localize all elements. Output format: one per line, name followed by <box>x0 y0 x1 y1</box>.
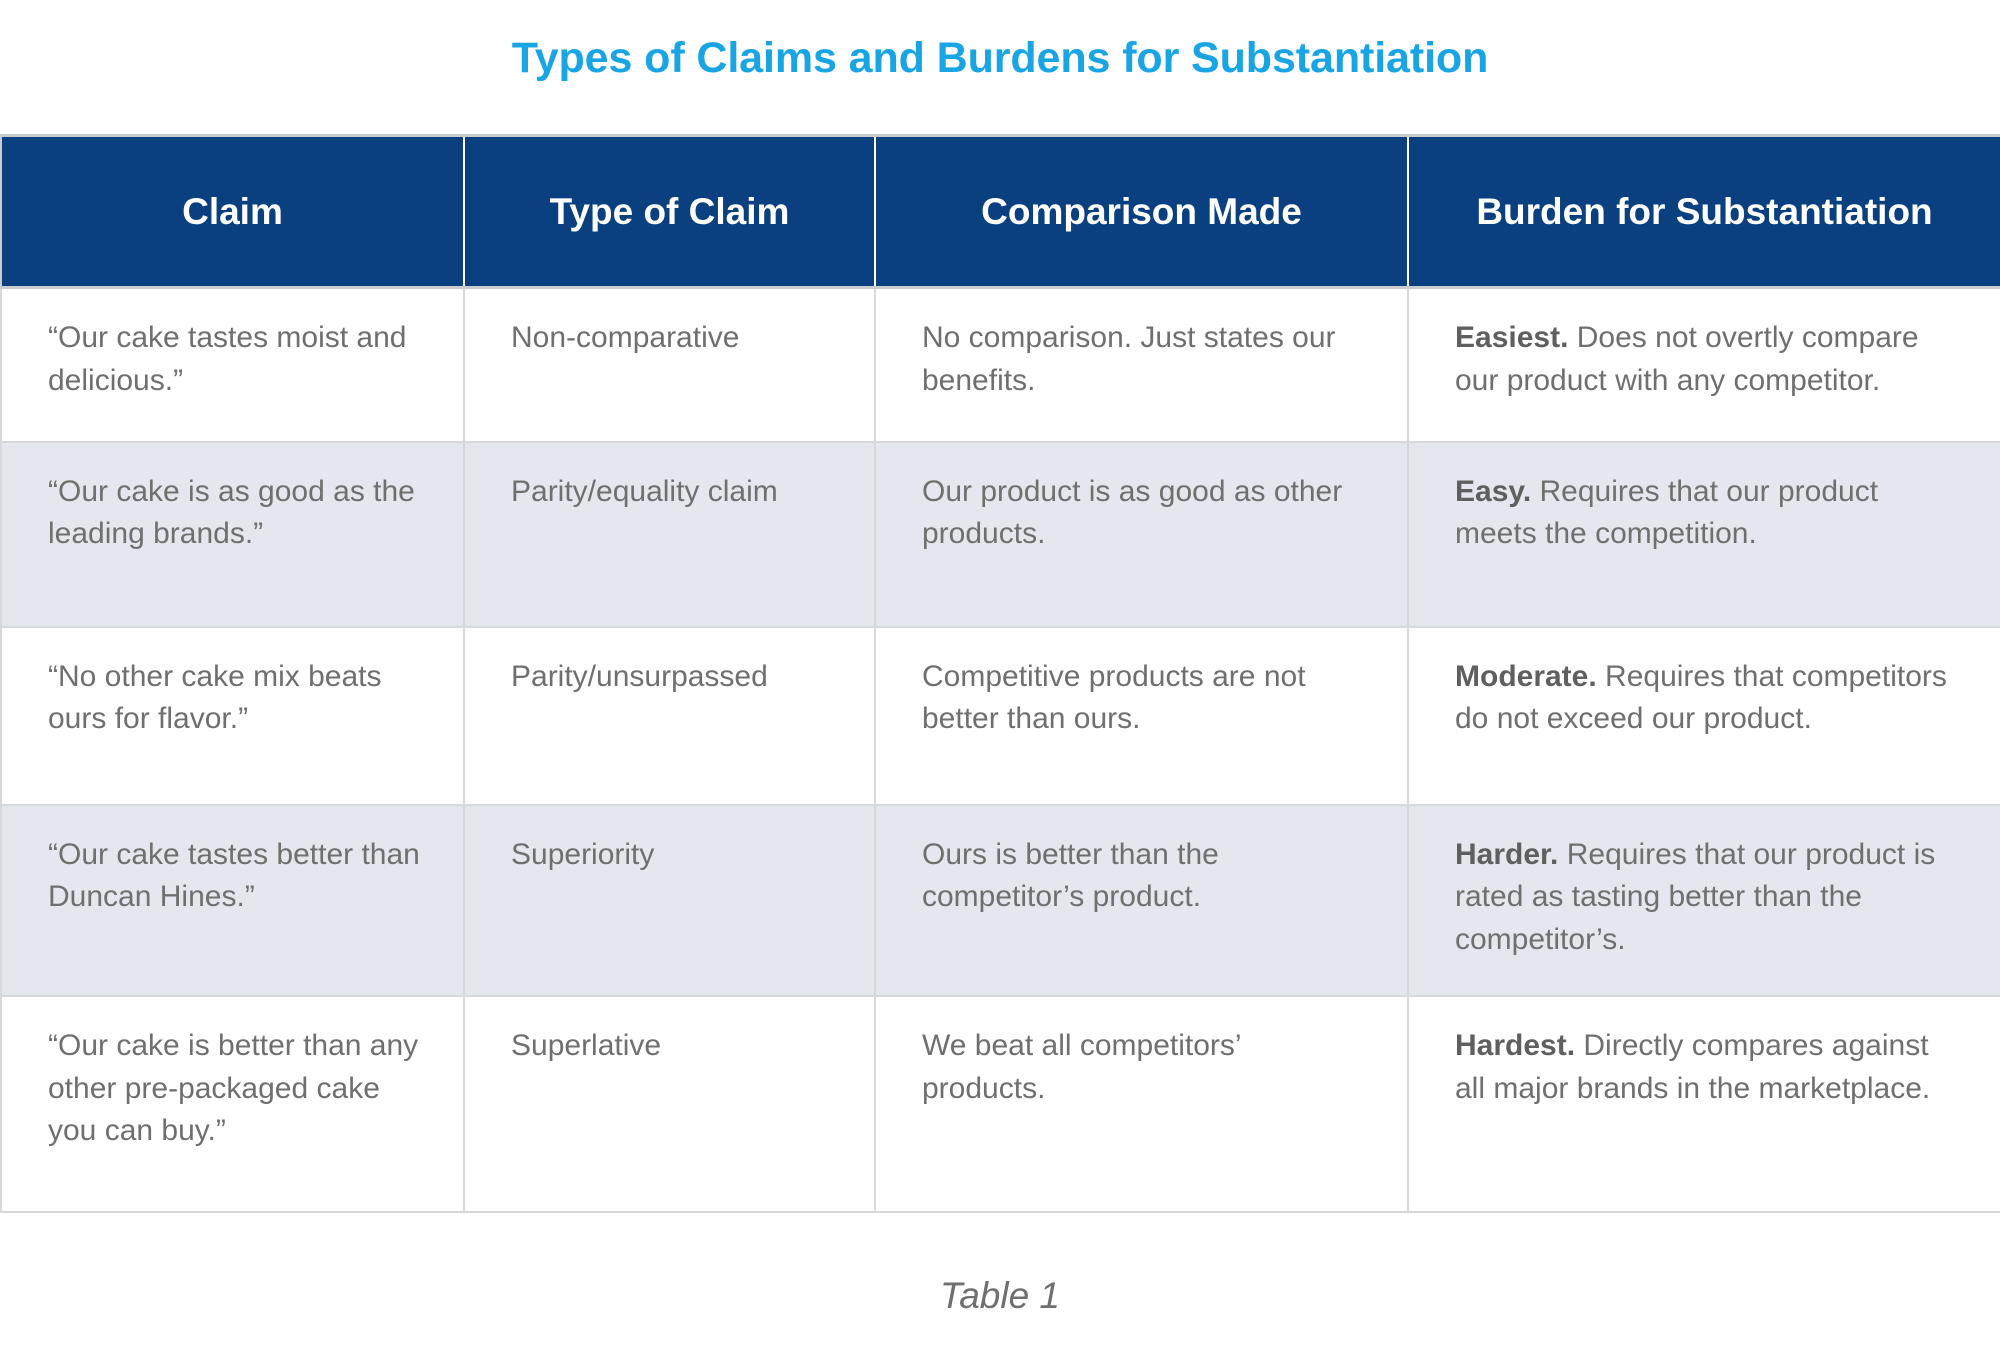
burden-rest: Requires that competitors do not exceed … <box>1455 659 1947 736</box>
burden-lead: Harder. <box>1455 837 1559 871</box>
cell-comparison: Competitive products are not better than… <box>875 626 1409 806</box>
cell-claim: “Our cake tastes better than Duncan Hine… <box>0 804 465 998</box>
table-body: “Our cake tastes moist and delicious.” N… <box>0 287 2000 1214</box>
cell-burden: Hardest. Directly compares against all m… <box>1408 996 2000 1214</box>
column-header-type: Type of Claim <box>463 134 876 289</box>
cell-claim: “No other cake mix beats ours for flavor… <box>0 626 465 806</box>
table-caption: Table 1 <box>939 1275 1060 1316</box>
cell-type: Superiority <box>464 804 876 998</box>
burden-rest: Does not overtly compare our product wit… <box>1455 321 1919 397</box>
column-header-claim: Claim <box>0 134 465 289</box>
column-header-comparison: Comparison Made <box>874 134 1409 289</box>
claims-table-wrapper: Claim Type of Claim Comparison Made Burd… <box>0 134 2000 1214</box>
claims-table: Claim Type of Claim Comparison Made Burd… <box>0 134 2000 1214</box>
cell-comparison: We beat all competitors’ products. <box>875 996 1409 1214</box>
cell-comparison: Ours is better than the competitor’s pro… <box>875 804 1409 998</box>
table-row: “Our cake tastes better than Duncan Hine… <box>0 804 2000 998</box>
burden-rest: Requires that our product is rated as ta… <box>1455 837 1936 956</box>
cell-claim: “Our cake is better than any other pre-p… <box>0 996 465 1214</box>
burden-lead: Easiest. <box>1455 321 1569 354</box>
cell-burden: Easy. Requires that our product meets th… <box>1408 441 2000 628</box>
table-header: Claim Type of Claim Comparison Made Burd… <box>0 134 2000 289</box>
table-row: “Our cake is as good as the leading bran… <box>0 441 2000 628</box>
cell-burden: Harder. Requires that our product is rat… <box>1408 804 2000 998</box>
cell-comparison: Our product is as good as other products… <box>875 441 1409 628</box>
cell-burden: Moderate. Requires that competitors do n… <box>1408 626 2000 806</box>
burden-rest: Directly compares against all major bran… <box>1455 1029 1931 1105</box>
table-row: “Our cake tastes moist and delicious.” N… <box>0 287 2000 443</box>
cell-type: Superlative <box>464 996 876 1214</box>
cell-claim: “Our cake tastes moist and delicious.” <box>0 287 465 443</box>
figure-title: Types of Claims and Burdens for Substant… <box>511 34 1489 82</box>
table-row: “No other cake mix beats ours for flavor… <box>0 626 2000 806</box>
burden-lead: Hardest. <box>1455 1029 1576 1063</box>
cell-type: Parity/equality claim <box>464 441 876 628</box>
cell-type: Non-comparative <box>464 287 876 443</box>
header-row: Claim Type of Claim Comparison Made Burd… <box>0 134 2000 289</box>
burden-rest: Requires that our product meets the comp… <box>1455 474 1879 551</box>
burden-lead: Easy. <box>1455 474 1532 508</box>
table-row: “Our cake is better than any other pre-p… <box>0 996 2000 1214</box>
burden-lead: Moderate. <box>1455 659 1597 693</box>
cell-comparison: No comparison. Just states our benefits. <box>875 287 1409 443</box>
column-header-burden: Burden for Substantiation <box>1407 134 2000 289</box>
cell-claim: “Our cake is as good as the leading bran… <box>0 441 465 628</box>
cell-burden: Easiest. Does not overtly compare our pr… <box>1408 287 2000 443</box>
cell-type: Parity/unsurpassed <box>464 626 876 806</box>
